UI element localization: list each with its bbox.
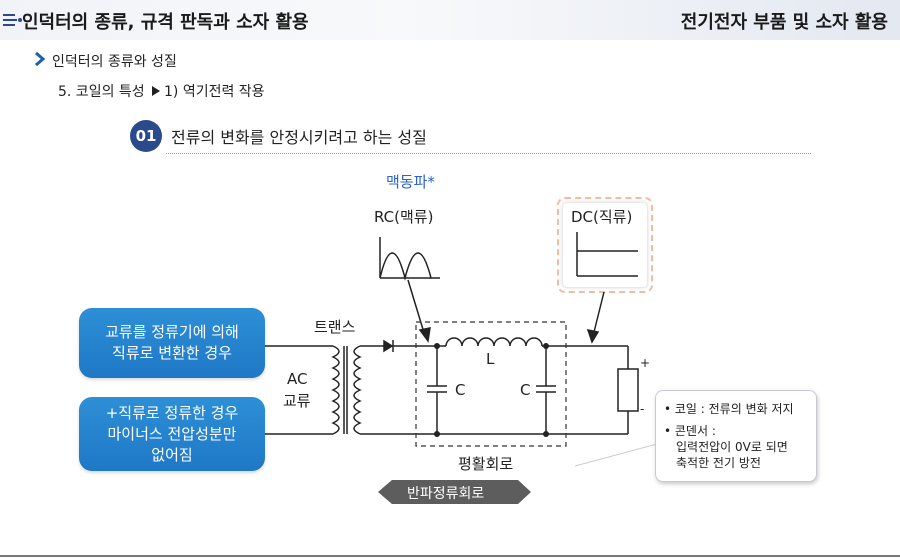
callout-negative-line3: 없어짐 xyxy=(151,445,193,464)
load-resistor xyxy=(617,346,639,434)
diode xyxy=(360,339,446,353)
play-triangle-icon xyxy=(152,86,160,96)
header-bar xyxy=(0,0,900,40)
section-level2: 5. 코일의 특성 xyxy=(58,84,145,100)
smoothing-circuit-label: 평활회로 xyxy=(458,455,514,473)
capacitor-right xyxy=(536,346,556,434)
list-bullets-icon xyxy=(3,14,22,26)
callout-ac-to-dc-line2: 직류로 변환한 경우 xyxy=(112,344,232,362)
note-capacitor: • 콘덴서 : xyxy=(664,424,716,438)
callout-negative-line2: 마이너스 전압성분만 xyxy=(107,424,237,443)
junction-dots xyxy=(434,343,549,437)
rc-waveform-graph xyxy=(379,237,440,281)
pulse-wave-label: 맥동파* xyxy=(386,173,435,191)
callout-negative-removed: +직류로 정류한 경우 마이너스 전압성분만 없어짐 xyxy=(79,397,265,471)
section-level1: 인덕터의 종류와 성질 xyxy=(52,54,177,70)
course-title: 전기전자 부품 및 소자 활용 xyxy=(680,12,888,33)
rc-arrow xyxy=(407,279,431,343)
transformer xyxy=(270,345,362,435)
component-note-box: • 코일 : 전류의 변화 저지 • 콘덴서 : 입력전압이 0V로 되면 축적… xyxy=(655,390,817,482)
callout-ac-to-dc-line1: 교류를 정류기에 의해 xyxy=(105,323,239,341)
chevron-right-icon xyxy=(35,52,46,66)
ac-label: AC xyxy=(287,370,308,388)
footer-divider xyxy=(0,555,900,557)
topic-title: 전류의 변화를 안정시키려고 하는 성질 xyxy=(171,128,427,147)
note-capacitor-detail2: 축적한 전기 방전 xyxy=(676,456,761,470)
inductor-label: L xyxy=(486,350,495,368)
halfwave-rectifier-label: 반파정류회로 xyxy=(407,486,485,502)
note-coil: • 코일 : 전류의 변화 저지 xyxy=(664,402,794,416)
topic-number-badge: 01 xyxy=(130,120,162,152)
smoothing-circuit-box xyxy=(415,321,567,447)
capacitor-left xyxy=(427,346,447,434)
plus-terminal: + xyxy=(640,356,651,370)
section-level3: 1) 역기전력 작용 xyxy=(164,84,265,100)
halfwave-label-shape xyxy=(378,480,531,504)
page-title: 인덕터의 종류, 규격 판독과 소자 활용 xyxy=(22,12,309,33)
transformer-label: 트랜스 xyxy=(314,318,356,336)
dc-arrow xyxy=(586,291,605,344)
note-capacitor-detail1: 입력전압이 0V로 되면 xyxy=(676,440,788,454)
inductor-coil xyxy=(445,337,628,347)
note-pointer xyxy=(574,443,658,467)
dc-label: DC(직류) xyxy=(571,208,633,226)
topic-divider xyxy=(166,153,811,154)
capacitor-right-label: C xyxy=(520,381,531,399)
minus-terminal: - xyxy=(640,402,645,416)
dc-waveform-graph xyxy=(576,232,638,277)
ac-korean-label: 교류 xyxy=(283,392,311,410)
capacitor-left-label: C xyxy=(455,381,466,399)
callout-negative-line1: +직류로 정류한 경우 xyxy=(105,403,239,422)
callout-ac-to-dc: 교류를 정류기에 의해 직류로 변환한 경우 xyxy=(79,308,265,378)
dc-graph-frame xyxy=(557,197,653,293)
rc-label: RC(맥류) xyxy=(374,208,434,226)
